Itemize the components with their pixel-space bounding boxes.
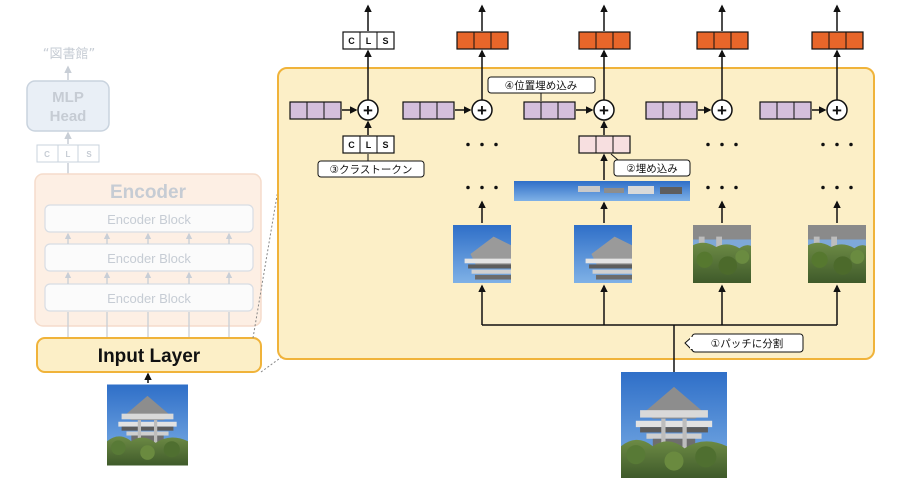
mlp-head-box xyxy=(26,80,110,132)
top-cls-c: C xyxy=(348,36,355,46)
image-patch-1 xyxy=(453,225,511,283)
encoder-block-1 xyxy=(44,204,254,233)
mlp-head-label-2: Head xyxy=(50,108,87,125)
left-cls-c: C xyxy=(44,150,50,159)
cls-c: C xyxy=(348,140,355,150)
flattened-patch xyxy=(514,153,690,201)
encoder-block-1-label: Encoder Block xyxy=(107,212,191,227)
add-node-5 xyxy=(826,99,848,121)
image-patch-4 xyxy=(808,225,866,283)
position-embed-callout: ④位置埋め込み xyxy=(487,76,596,101)
dots-col3-a: ・・・ xyxy=(701,137,743,153)
plus-2: + xyxy=(477,101,487,120)
split-callout: ①パッチに分割 xyxy=(684,333,804,353)
dots-col4-a: ・・・ xyxy=(816,137,858,153)
input-layer-label: Input Layer xyxy=(98,346,201,367)
top-cls-s: S xyxy=(382,36,388,46)
class-token-callout: ③クラストークン xyxy=(317,154,425,178)
dots-col3-b: ・・・ xyxy=(701,180,743,196)
position-embedding-row: + + + + + xyxy=(289,99,848,121)
left-cls-l: L xyxy=(66,150,71,159)
add-node-1 xyxy=(357,99,379,121)
position-embed-label: ④位置埋め込み xyxy=(505,79,577,92)
add-node-4 xyxy=(711,99,733,121)
embed-callout: ②埋め込み xyxy=(610,153,691,177)
encoder-title: Encoder xyxy=(110,182,187,203)
left-cls-token: C L S xyxy=(36,144,100,163)
class-token-label: ③クラストークン xyxy=(330,164,413,176)
dots-col1-b: ・・・ xyxy=(461,180,503,196)
output-token-1 xyxy=(456,31,509,50)
top-cls-token: C L S xyxy=(342,31,395,50)
embed-label: ②埋め込み xyxy=(626,163,677,175)
position-token-3 xyxy=(523,101,576,120)
left-architecture: “図書館” MLP Head C L S Encoder Encoder Blo… xyxy=(26,47,262,466)
embedding-token xyxy=(578,120,631,154)
plus-5: + xyxy=(832,101,842,120)
mlp-head-label-1: MLP xyxy=(52,89,84,106)
right-input-image xyxy=(621,372,727,478)
plus-3: + xyxy=(599,101,609,120)
add-node-2 xyxy=(471,99,493,121)
input-layer-box xyxy=(36,337,262,373)
output-token-4 xyxy=(811,31,864,50)
encoder-block-3 xyxy=(44,283,254,312)
cls-l: L xyxy=(366,140,372,150)
position-token-1 xyxy=(289,101,342,120)
encoder-block-2-label: Encoder Block xyxy=(107,251,191,266)
output-token-2 xyxy=(578,31,631,50)
add-node-3 xyxy=(593,99,615,121)
ellipsis-dots: ・・・ ・・・ ・・・ ・・・ ・・・ ・・・ xyxy=(461,137,858,196)
class-token: C L S xyxy=(342,120,395,154)
image-patch-3 xyxy=(693,225,751,283)
encoder-block-2 xyxy=(44,243,254,272)
dots-col4-b: ・・・ xyxy=(816,180,858,196)
output-tokens: C L S xyxy=(342,4,864,101)
plus-4: + xyxy=(717,101,727,120)
cls-s: S xyxy=(382,140,388,150)
split-label: ①パッチに分割 xyxy=(711,337,783,350)
left-input-image xyxy=(107,385,188,466)
dots-col1-a: ・・・ xyxy=(461,137,503,153)
position-token-5 xyxy=(759,101,812,120)
output-token-3 xyxy=(696,31,749,50)
plus-1: + xyxy=(363,101,373,120)
output-label: “図書館” xyxy=(43,47,95,62)
position-token-4 xyxy=(645,101,698,120)
position-token-2 xyxy=(402,101,455,120)
top-cls-l: L xyxy=(366,36,372,46)
encoder-block-3-label: Encoder Block xyxy=(107,291,191,306)
left-cls-s: S xyxy=(86,150,92,159)
image-patch-2 xyxy=(574,225,632,283)
